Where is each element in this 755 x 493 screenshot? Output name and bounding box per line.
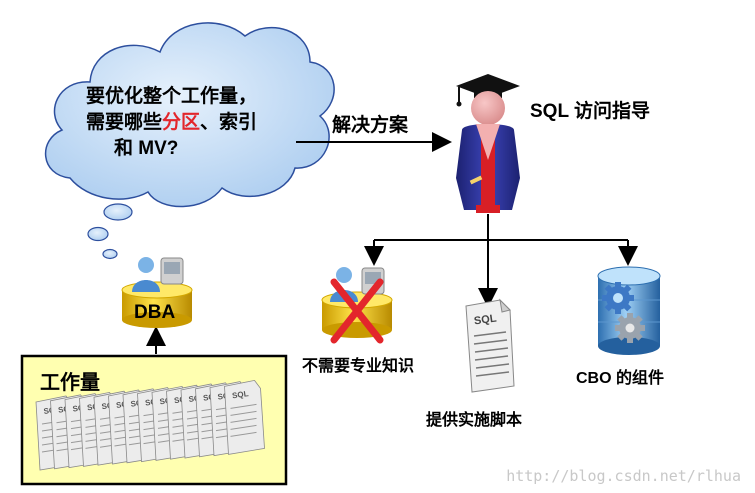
- workload-label: 工作量: [40, 372, 100, 394]
- cbo-database-gears-icon: [597, 266, 661, 355]
- dba-label: DBA: [134, 302, 176, 323]
- sql-access-advisor-label: SQL 访问指导: [530, 101, 650, 122]
- cloud-line-1: 要优化整个工作量，: [86, 86, 258, 107]
- no-expertise-label: 不需要专业知识: [302, 358, 415, 375]
- workload-sql-document: SQL: [224, 379, 265, 455]
- sql-script-document-icon: [465, 298, 515, 393]
- cloud-line-2-prefix: 需要哪些: [86, 112, 163, 133]
- no-expertise-icon: [321, 267, 393, 344]
- cloud-question: 要优化整个工作量， 需要哪些分区、索引 和 MV?: [86, 84, 296, 162]
- workload-documents: SQLSQLSQLSQLSQLSQLSQLSQLSQLSQLSQLSQLSQLS…: [35, 379, 265, 471]
- dba-icon: [121, 257, 193, 328]
- cloud-line-2-suffix: 、索引: [200, 112, 258, 133]
- implementation-script-label: 提供实施脚本: [426, 412, 523, 429]
- sql-advisor-figure-icon: [456, 74, 520, 213]
- solution-label: 解决方案: [332, 115, 409, 136]
- cbo-component-label: CBO 的组件: [576, 370, 665, 387]
- advisor-branches: [364, 214, 638, 308]
- thought-cloud: [45, 22, 335, 260]
- svg-text:SQL: SQL: [232, 389, 250, 400]
- cloud-line-3: 和 MV?: [114, 138, 179, 159]
- cloud-highlight-partitions: 分区: [162, 112, 201, 133]
- watermark: http://blog.csdn.net/rlhua: [506, 467, 741, 485]
- cloud-line-2: 需要哪些分区、索引: [86, 110, 296, 136]
